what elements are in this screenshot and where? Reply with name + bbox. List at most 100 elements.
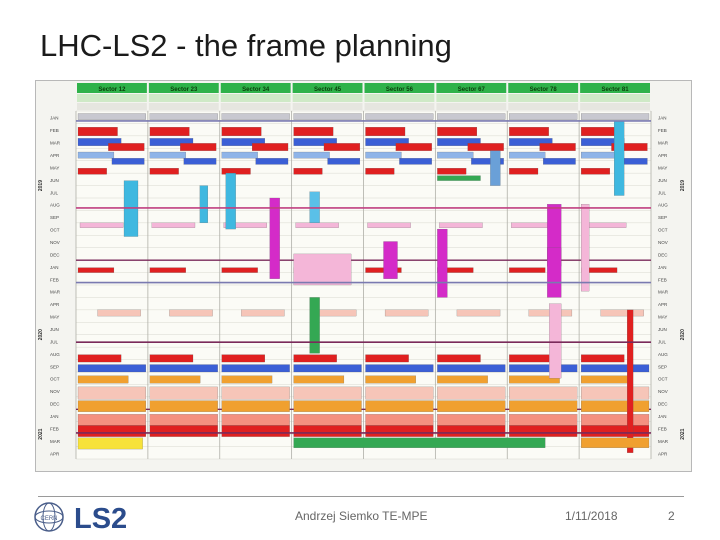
point-row <box>436 103 507 110</box>
activity-block <box>221 267 258 273</box>
sector-header-label: Sector 78 <box>530 87 558 93</box>
cern-logo-text: CERN <box>40 516 57 522</box>
activity-block <box>365 364 434 373</box>
activity-block <box>581 414 650 426</box>
month-label-right: FEB <box>658 426 667 431</box>
month-label-left: FEB <box>50 426 59 431</box>
activity-block <box>111 158 145 165</box>
activity-block <box>581 375 632 384</box>
activity-block <box>509 386 578 400</box>
activity-block <box>295 222 339 228</box>
activity-block <box>221 375 273 384</box>
activity-block <box>77 386 146 400</box>
year-label-left: 2019 <box>38 180 44 191</box>
month-label-left: OCT <box>50 377 60 382</box>
point-row <box>364 103 435 110</box>
activity-block <box>490 150 501 186</box>
slide-title: LHC-LS2 - the frame planning <box>40 28 452 63</box>
activity-block <box>269 197 280 279</box>
activity-block <box>600 309 644 317</box>
activity-block <box>365 354 409 363</box>
activity-block <box>509 425 578 437</box>
activity-block <box>180 143 217 151</box>
activity-block <box>149 151 186 159</box>
activity-block <box>309 297 320 354</box>
activity-block <box>293 375 345 384</box>
month-label-left: APR <box>50 451 60 456</box>
activity-block <box>77 127 118 136</box>
activity-block <box>437 138 481 146</box>
activity-block <box>293 437 546 448</box>
activity-block <box>581 151 618 159</box>
activity-block <box>365 168 395 175</box>
activity-block <box>549 303 562 379</box>
activity-block <box>627 309 634 453</box>
month-label-left: JUL <box>50 339 58 344</box>
month-label-right: APR <box>658 153 668 158</box>
activity-block <box>149 425 218 437</box>
activity-block <box>293 127 334 136</box>
activity-block <box>221 364 290 373</box>
activity-block <box>327 158 361 165</box>
activity-block <box>581 425 650 437</box>
activity-block <box>293 400 362 412</box>
activity-block <box>581 400 650 412</box>
activity-block <box>437 400 506 412</box>
month-label-left: NOV <box>50 240 60 245</box>
activity-block <box>293 386 362 400</box>
sector-header-label: Sector 23 <box>170 87 198 93</box>
activity-block <box>509 375 560 384</box>
activity-block <box>365 425 434 437</box>
month-label-left: MAR <box>50 141 61 146</box>
month-label-left: APR <box>50 302 60 307</box>
activity-block <box>221 127 262 136</box>
month-label-right: APR <box>658 302 668 307</box>
activity-block <box>583 222 627 228</box>
month-label-left: AUG <box>50 352 60 357</box>
activity-block <box>149 138 194 146</box>
month-label-left: APR <box>50 153 60 158</box>
activity-block <box>77 375 129 384</box>
activity-block <box>437 228 448 298</box>
sector-header-label: Sector 56 <box>386 87 414 93</box>
activity-block <box>293 138 337 146</box>
activity-block <box>77 354 122 363</box>
sector-subheader <box>364 94 435 102</box>
month-label-left: SEP <box>50 364 59 369</box>
month-label-left: FEB <box>50 277 59 282</box>
sector-subheader <box>508 94 579 102</box>
activity-block <box>149 375 201 384</box>
month-label-right: APR <box>658 451 668 456</box>
activity-block <box>255 158 289 165</box>
month-label-right: MAR <box>658 439 669 444</box>
month-label-right: FEB <box>658 277 667 282</box>
activity-block <box>437 113 506 120</box>
activity-block <box>221 400 290 412</box>
activity-block <box>509 138 553 146</box>
month-label-left: JAN <box>50 414 59 419</box>
sector-subheader <box>436 94 507 102</box>
sector-subheader <box>292 94 363 102</box>
activity-block <box>399 158 432 165</box>
month-label-right: JUL <box>658 190 666 195</box>
month-label-left: MAY <box>50 315 59 320</box>
sector-header-bar <box>148 83 219 93</box>
activity-block <box>293 113 362 120</box>
month-label-left: NOV <box>50 389 60 394</box>
activity-block <box>221 354 265 363</box>
activity-block <box>365 138 409 146</box>
month-label-right: FEB <box>658 128 667 133</box>
activity-block <box>149 364 218 373</box>
activity-block <box>293 354 337 363</box>
activity-block <box>509 127 549 136</box>
month-label-right: MAY <box>658 315 667 320</box>
activity-block <box>509 400 578 412</box>
footer-author: Andrzej Siemko TE-MPE <box>295 509 428 523</box>
activity-block <box>365 375 416 384</box>
activity-block <box>365 127 406 136</box>
activity-block <box>199 185 208 223</box>
activity-block <box>581 113 650 120</box>
activity-block <box>221 138 265 146</box>
activity-block <box>149 267 186 273</box>
